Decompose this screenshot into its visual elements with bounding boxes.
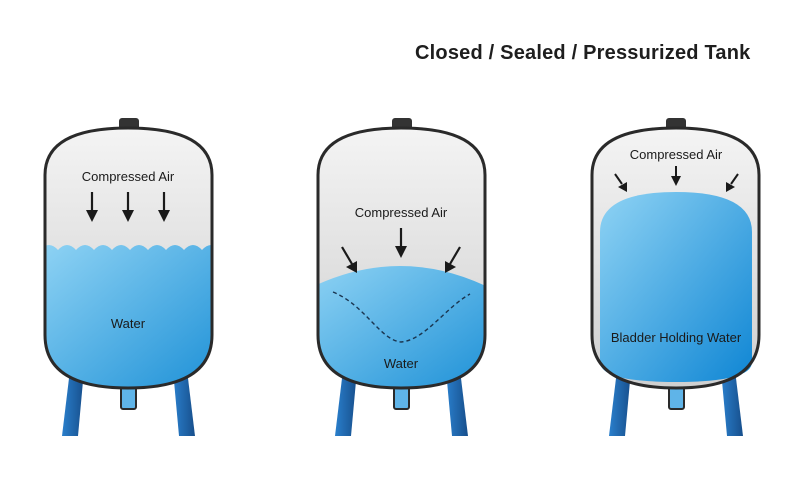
compressed-air-label: Compressed Air [355, 205, 448, 220]
pressure-arrows [614, 166, 739, 192]
tank-leg-left [62, 370, 84, 436]
compressed-air-label: Compressed Air [630, 147, 723, 162]
tank-leg-right [446, 370, 468, 436]
tank-leg-left [335, 370, 357, 436]
tank-leg-left [609, 370, 631, 436]
tank-leg-right [721, 370, 743, 436]
bladder-label: Bladder Holding Water [611, 330, 742, 345]
water-label: Water [384, 356, 419, 371]
tank-open-water: Compressed Air Water [43, 118, 214, 436]
water-volume [318, 266, 485, 388]
water-label: Water [111, 316, 146, 331]
tank-outline [316, 126, 487, 390]
tank-outline [590, 126, 761, 390]
pressure-arrows [86, 192, 170, 222]
tank-pressurized-water: Compressed Air Water [316, 118, 487, 436]
water-volume [45, 245, 212, 388]
tank-bladder: Compressed Air Bladder Holding Water [590, 118, 761, 436]
tank-outline [43, 126, 214, 390]
diagram-title: Closed / Sealed / Pressurized Tank [415, 42, 751, 64]
compressed-air-label: Compressed Air [82, 169, 175, 184]
tank-leg-right [173, 370, 195, 436]
water-bladder [600, 192, 752, 382]
water-level-dashed [332, 291, 471, 343]
pressure-arrows [341, 228, 461, 273]
